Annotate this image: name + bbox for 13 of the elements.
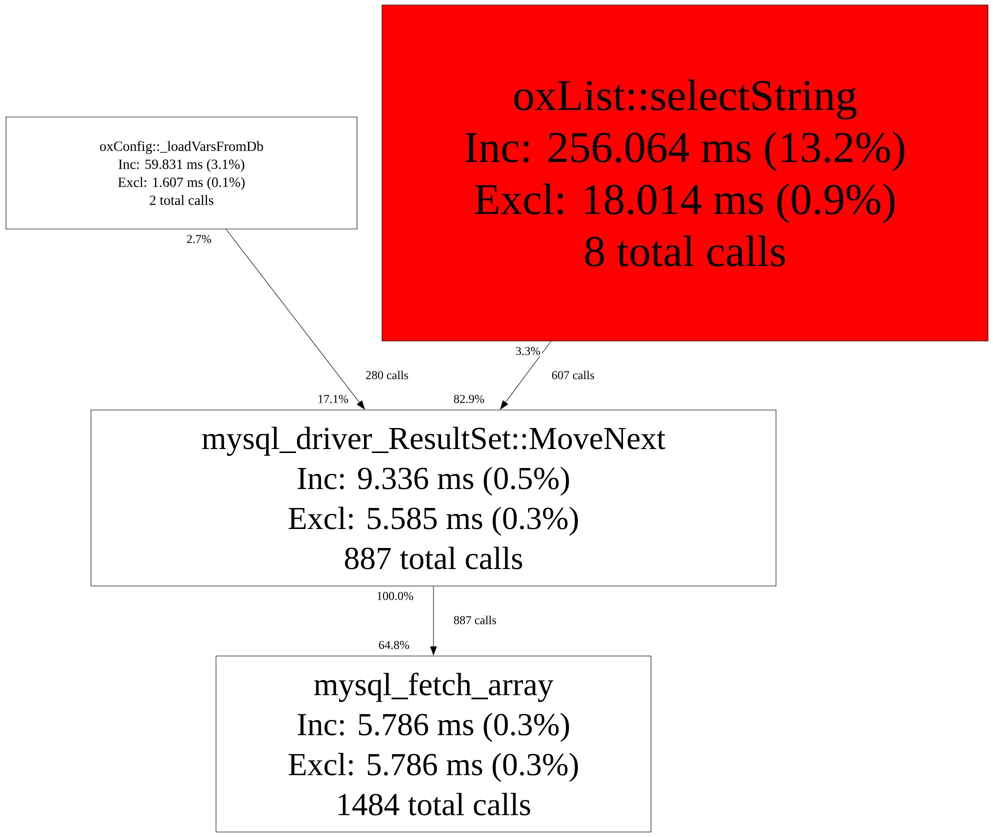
percentage-label: 17.1% bbox=[316, 394, 350, 404]
percentage-label: 64.8% bbox=[377, 640, 411, 650]
percentage-label: 2.7% bbox=[185, 234, 213, 244]
function-box: oxList::selectString Inc: 256.064 ms (13.2%) Excl: 18.014 ms (0.9%) 8 total calls bbox=[382, 4, 988, 342]
function-box: oxConfig::_loadVarsFromDb Inc: 59.831 ms (3.1%) Excl: 1.607 ms (0.1%) 2 total calls bbox=[6, 116, 358, 230]
function-box: mysql_driver_ResultSet::MoveNext Inc: 9.336 ms (0.5%) Excl: 5.585 ms (0.3%) 887 total calls bbox=[90, 410, 776, 586]
percentage-label: 82.9% bbox=[452, 394, 486, 404]
edge-label: 280 calls bbox=[364, 369, 410, 381]
function-box: mysql_fetch_array Inc: 5.786 ms (0.3%) Excl: 5.786 ms (0.3%) 1484 total calls bbox=[216, 656, 652, 832]
percentage-label: 100.0% bbox=[375, 590, 415, 602]
edge-label: 607 calls bbox=[550, 369, 596, 381]
edge-label: 887 calls bbox=[452, 614, 498, 626]
percentage-label: 3.3% bbox=[514, 346, 542, 356]
